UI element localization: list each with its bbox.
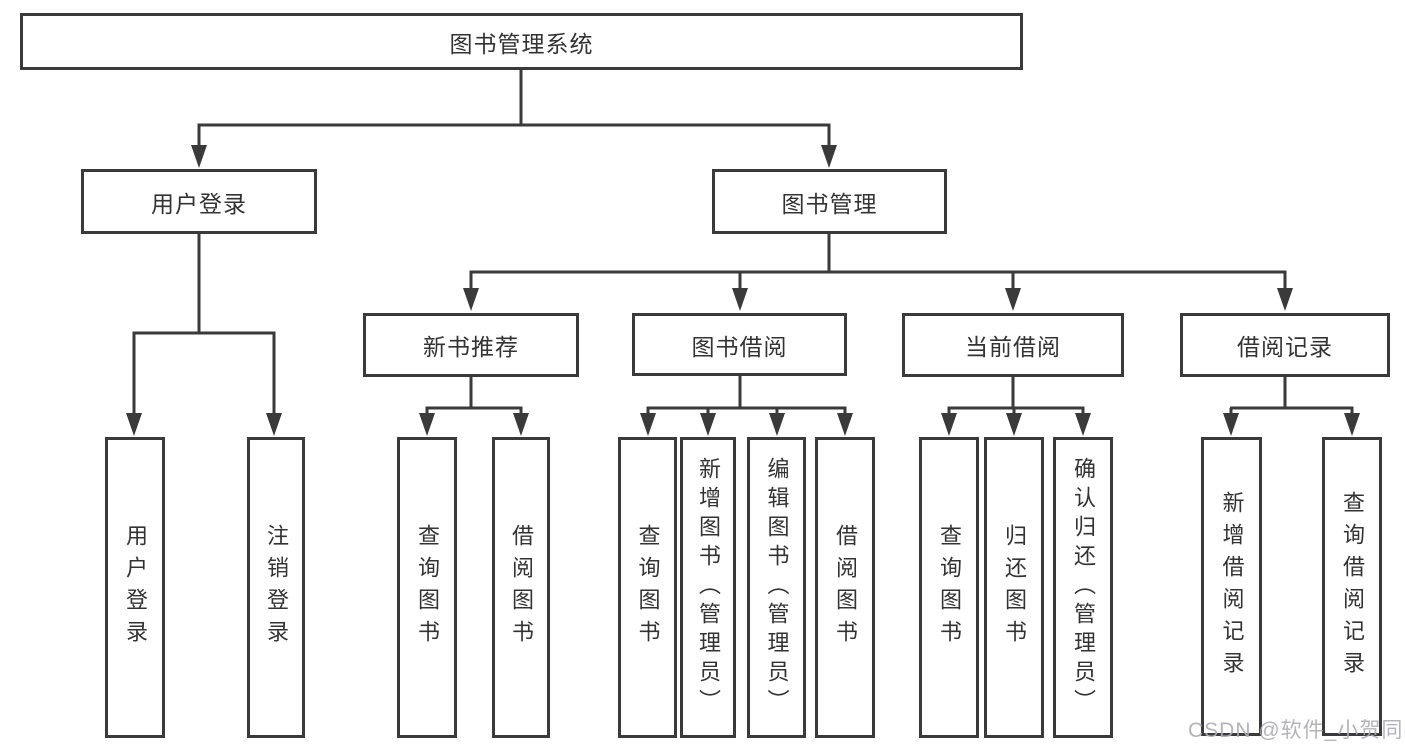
node-label: 图书管理 <box>781 190 878 217</box>
node-label: 查询图书 <box>415 523 440 652</box>
node-borrow-records: 借阅记录 <box>1180 313 1390 377</box>
leaf-add-borrow-record: 新增借阅记录 <box>1201 437 1262 736</box>
node-label: 借阅记录 <box>1237 334 1333 360</box>
node-label: 新增图书（管理员） <box>696 457 721 718</box>
leaf-borrow-books-1: 借阅图书 <box>492 437 550 738</box>
node-label: 确认归还（管理员） <box>1071 457 1096 718</box>
node-book-management: 图书管理 <box>712 169 947 234</box>
node-label: 借阅图书 <box>833 523 858 652</box>
node-book-borrowing: 图书借阅 <box>632 313 847 376</box>
node-label: 用户登录 <box>123 523 148 652</box>
leaf-edit-book-admin: 编辑图书（管理员） <box>747 437 806 738</box>
node-label: 图书管理系统 <box>449 30 594 57</box>
node-label: 图书借阅 <box>691 333 788 360</box>
node-label: 新增借阅记录 <box>1219 490 1245 683</box>
leaf-query-books-2: 查询图书 <box>618 437 677 738</box>
leaf-user-login: 用户登录 <box>105 437 165 738</box>
leaf-confirm-return-admin: 确认归还（管理员） <box>1053 437 1113 738</box>
arrowheads <box>126 145 1360 436</box>
node-label: 当前借阅 <box>965 334 1061 360</box>
node-label: 查询图书 <box>937 523 962 652</box>
leaf-add-book-admin: 新增图书（管理员） <box>680 437 736 738</box>
node-label: 借阅图书 <box>509 523 534 652</box>
node-label: 用户登录 <box>151 190 247 217</box>
node-label: 查询借阅记录 <box>1340 490 1365 683</box>
node-new-book-recommend: 新书推荐 <box>363 313 579 377</box>
node-label: 编辑图书（管理员） <box>764 457 790 718</box>
node-label: 归还图书 <box>1002 523 1027 652</box>
csdn-watermark: CSDN @软件_小贺同学 <box>1188 719 1405 742</box>
leaf-logout: 注销登录 <box>247 437 305 738</box>
node-label: 注销登录 <box>264 523 289 652</box>
node-label: 查询图书 <box>635 523 661 652</box>
leaf-return-books: 归还图书 <box>984 437 1044 738</box>
node-user-login-group: 用户登录 <box>81 169 317 234</box>
leaf-query-books-3: 查询图书 <box>919 437 979 738</box>
node-current-borrowing: 当前借阅 <box>902 313 1124 377</box>
leaf-borrow-books-2: 借阅图书 <box>815 437 875 738</box>
node-system-root: 图书管理系统 <box>20 13 1023 70</box>
leaf-query-books-1: 查询图书 <box>397 437 457 738</box>
leaf-query-borrow-record: 查询借阅记录 <box>1322 437 1382 736</box>
node-label: 新书推荐 <box>423 334 519 360</box>
